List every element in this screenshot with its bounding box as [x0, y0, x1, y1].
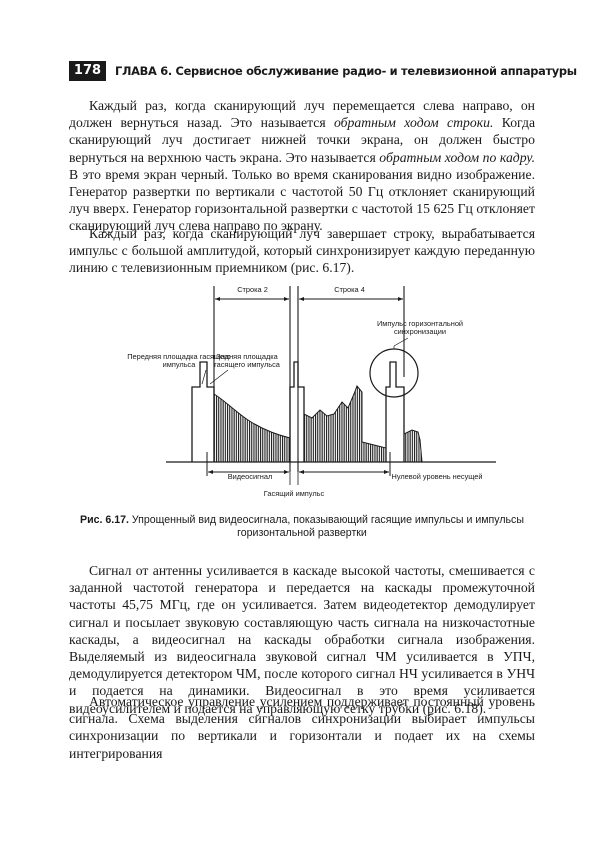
- hsync-circle: [369, 348, 419, 398]
- paragraph-text: Автоматическое управление усилением подд…: [69, 694, 535, 761]
- paragraph-scanning: Каждый раз, когда сканирующий луч переме…: [69, 97, 535, 235]
- video-signal-diagram: [166, 286, 496, 485]
- label-back-porch: Задняя площадка гасящего импульса: [214, 352, 280, 370]
- label-hsync: Импульс горизонтальной синхронизации: [376, 319, 464, 337]
- video-signal-next: [403, 429, 423, 463]
- video-signal-line-2: [213, 393, 291, 463]
- label-line-2: Строка 2: [237, 285, 268, 294]
- label-line-4: Строка 4: [334, 285, 365, 294]
- blanking-pulse-2: [289, 361, 305, 462]
- paragraph-text: Когда сканирующий луч достигает нижней т…: [69, 115, 536, 165]
- label-zero-carrier-level: Нулевой уровень несущей: [391, 472, 483, 481]
- figure-number: Рис. 6.17.: [80, 514, 129, 526]
- figure-video-signal: Строка 2 Строка 4 Передняя площадка гася…: [127, 282, 500, 512]
- chapter-title: ГЛАВА 6. Сервисное обслуживание радио- и…: [115, 64, 577, 78]
- figure-caption: Рис. 6.17. Упрощенный вид видеосигнала, …: [69, 514, 535, 540]
- paragraph-text: Каждый раз, когда сканирующий луч переме…: [69, 98, 535, 131]
- paragraph-text: Каждый раз, когда сканирующий луч заверш…: [69, 226, 535, 276]
- emphasis-term: обратным ходом по кадру.: [379, 149, 536, 165]
- blanking-pulse-3: [385, 361, 405, 462]
- paragraph-agc: Автоматическое управление усилением подд…: [69, 693, 535, 762]
- paragraph-text: В это время экран черный. Только во врем…: [69, 166, 535, 234]
- page-number: 178: [69, 61, 106, 81]
- paragraph-sync: Каждый раз, когда сканирующий луч заверш…: [69, 225, 535, 277]
- page-header: 178 ГЛАВА 6. Сервисное обслуживание ради…: [69, 61, 577, 81]
- caption-text: Упрощенный вид видеосигнала, показывающи…: [131, 514, 524, 539]
- blanking-pulse-1: [191, 361, 215, 462]
- paragraph-receiver: Сигнал от антенны усиливается в каскаде …: [69, 562, 535, 717]
- emphasis-term: обратным ходом строки.: [334, 115, 494, 131]
- video-signal-line-4: [303, 385, 387, 463]
- label-video-signal: Видеосигнал: [227, 472, 273, 481]
- label-front-porch: Передняя площадка гасящего импульса: [127, 352, 231, 370]
- label-blanking-pulse: Гасящий импульс: [263, 489, 325, 498]
- paragraph-text: Сигнал от антенны усиливается в каскаде …: [69, 563, 535, 716]
